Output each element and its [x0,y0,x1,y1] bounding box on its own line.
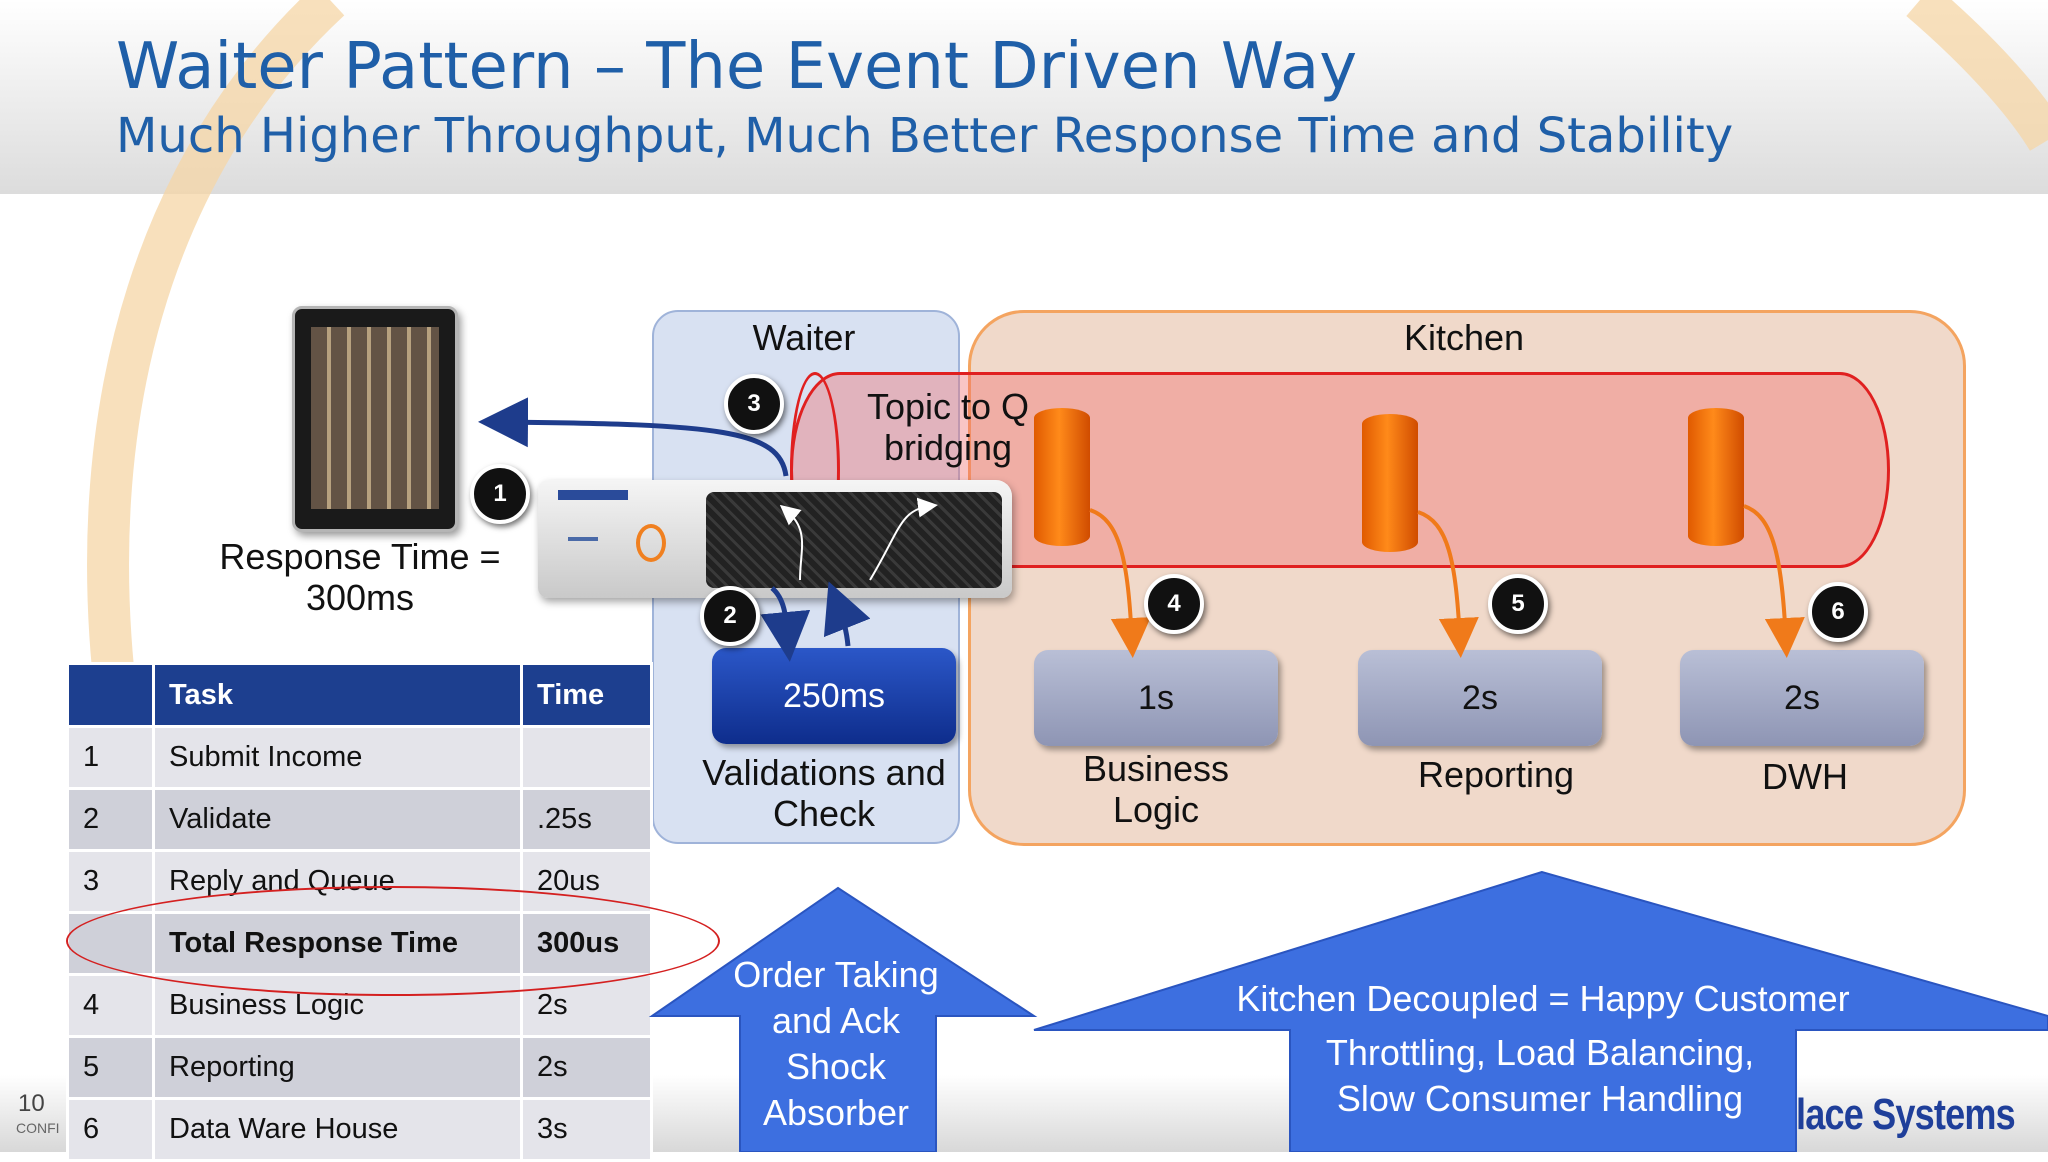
step-badge-5: 5 [1488,574,1548,634]
waiter-validation-box: 250ms [712,648,956,744]
page-number: 10 [18,1090,45,1117]
confidential-footer: CONFI [16,1120,60,1136]
bridging-label: Topic to Q bridging [830,386,1066,468]
step-badge-1: 1 [470,464,530,524]
table-cell-task: Reporting [152,1035,523,1100]
header-band [0,0,2048,194]
table-cell-index: 4 [66,973,155,1038]
internal-arrow-2 [869,497,938,581]
kitchen-stage-caption-1-line1: Business [1082,748,1230,789]
waiter-caption-line2: Check [772,793,876,834]
table-cell-task: Data Ware House [152,1097,523,1162]
table-cell-index: 2 [66,787,155,852]
response-time-value: 300ms [305,577,415,618]
table-cell-index: 5 [66,1035,155,1100]
queue-arrow-2 [1417,510,1479,658]
kitchen-stage-caption-2: Reporting [1417,754,1575,795]
slide-subtitle: Much Higher Throughput, Much Better Resp… [116,108,1734,164]
queue-arrow-1 [1089,508,1151,658]
table-cell-task: Validate [152,787,523,852]
table-cell-index: 6 [66,1097,155,1162]
step-badge-6: 6 [1808,582,1868,642]
table-row: 6 Data Ware House 3s [66,1097,653,1162]
reply-arrow [478,397,789,477]
message-router-appliance [538,480,1012,598]
response-time-label: Response Time = 300ms [200,536,520,618]
appliance-orange-ring [636,524,666,562]
internal-arrow-1 [779,504,803,581]
kitchen-callout-sub-line2: Slow Consumer Handling [1336,1078,1744,1119]
step-badge-4: 4 [1144,574,1204,634]
slide-title: Waiter Pattern – The Event Driven Way [116,30,1358,104]
table-header-row: Task Time [66,662,653,728]
kitchen-stage-caption-1: Business Logic [1026,748,1286,830]
order-callout-text: Order Taking and Ack Shock Absorber [700,952,972,1136]
order-callout-line2: and Ack [771,1000,901,1041]
table-cell-time [520,725,653,790]
order-callout-line4: Absorber [762,1092,910,1133]
appliance-indicator [568,537,598,541]
bridging-label-line1: Topic to Q [866,386,1030,427]
table-row: 1 Submit Income [66,725,653,790]
kitchen-stage-box-3: 2s [1680,650,1924,746]
tablet-screen [311,327,439,509]
queue-cylinder-2 [1362,414,1418,552]
table-cell-time: 2s [520,1035,653,1100]
kitchen-stage-box-2: 2s [1358,650,1602,746]
appliance-logo-plate [558,490,628,500]
kitchen-callout-arrow [1033,870,2048,1152]
order-callout-line3: Shock [785,1046,887,1087]
kitchen-callout-main: Kitchen Decoupled = Happy Customer [1236,978,1850,1019]
order-callout-arrow [648,886,1038,1152]
total-highlight-ellipse [66,886,720,996]
response-time-line1: Response Time = [219,536,501,577]
kitchen-stage-caption-1-line2: Logic [1112,789,1200,830]
bridging-label-line2: bridging [883,427,1013,468]
kitchen-callout-sub-line1: Throttling, Load Balancing, [1325,1032,1755,1073]
waiter-caption: Validations and Check [690,752,958,834]
step-badge-2: 2 [700,586,760,646]
queue-arrow-3 [1743,504,1805,658]
table-header-index [66,662,155,728]
table-cell-index: 3 [66,849,155,914]
waiter-label: Waiter [752,317,856,358]
table-row: 5 Reporting 2s [66,1035,653,1100]
step-badge-3: 3 [724,374,784,434]
kitchen-stage-caption-3: DWH [1762,756,1848,797]
validate-down-arrow [760,586,811,662]
validate-up-arrow [823,581,871,647]
table-cell-time: 3s [520,1097,653,1162]
table-header-time: Time [520,662,653,728]
table-cell-time: .25s [520,787,653,852]
table-cell-index: 1 [66,725,155,790]
table-row: 2 Validate .25s [66,787,653,852]
table-header-task: Task [152,662,523,728]
kitchen-callout-sub: Throttling, Load Balancing, Slow Consume… [1270,1030,1810,1122]
order-callout-line1: Order Taking [733,954,939,995]
kitchen-label: Kitchen [1403,317,1525,358]
kitchen-stage-box-1: 1s [1034,650,1278,746]
queue-cylinder-3 [1688,408,1744,546]
appliance-vent-grille [706,492,1002,588]
kitchen-panel [968,310,1966,846]
brand-logo: lace Systems [1796,1090,2016,1139]
queue-cylinder-1 [1034,408,1090,546]
waiter-caption-line1: Validations and [702,752,946,793]
tablet-device [292,306,458,532]
table-cell-task: Submit Income [152,725,523,790]
